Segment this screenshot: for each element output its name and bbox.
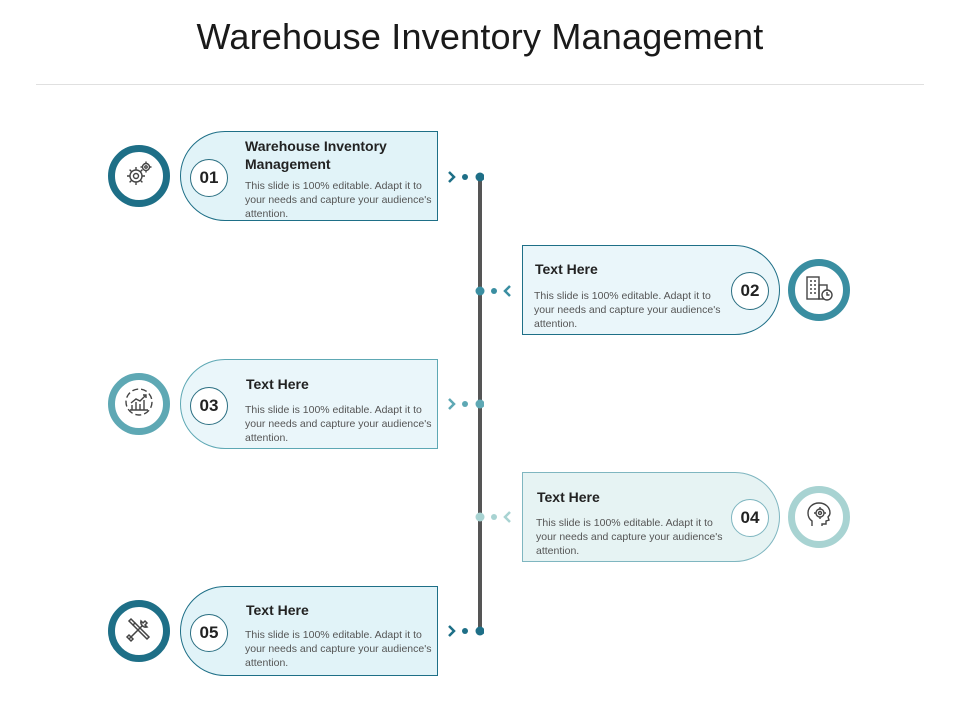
item-2-icon-ring xyxy=(788,259,850,321)
item-4-body: This slide is 100% editable. Adapt it to… xyxy=(536,517,723,557)
item-3-connector-arrow xyxy=(448,397,484,411)
item-1-heading: Warehouse Inventory Management xyxy=(245,138,387,172)
item-5-number: 05 xyxy=(190,614,228,652)
item-5-card: 05 Text Here This slide is 100% editable… xyxy=(180,586,438,676)
item-1-number: 01 xyxy=(190,159,228,197)
item-1-body: This slide is 100% editable. Adapt it to… xyxy=(245,180,432,220)
item-2-body: This slide is 100% editable. Adapt it to… xyxy=(534,290,721,330)
item-5-heading: Text Here xyxy=(246,602,309,618)
building-icon xyxy=(802,271,836,310)
growth-chart-icon xyxy=(122,385,156,424)
item-1-card: 01 Warehouse Inventory Management This s… xyxy=(180,131,438,221)
item-4-connector-arrow xyxy=(475,510,511,524)
item-2-connector-arrow xyxy=(475,284,511,298)
item-3-heading: Text Here xyxy=(246,376,309,392)
head-gear-icon xyxy=(802,498,836,537)
item-4-heading: Text Here xyxy=(537,489,600,505)
title-divider xyxy=(36,84,924,85)
item-5-icon-ring xyxy=(108,600,170,662)
item-2-heading: Text Here xyxy=(535,261,598,277)
item-3-card: 03 Text Here This slide is 100% editable… xyxy=(180,359,438,449)
item-5-connector-arrow xyxy=(448,624,484,638)
item-3-body: This slide is 100% editable. Adapt it to… xyxy=(245,404,432,444)
gear-icon xyxy=(122,157,156,196)
item-5-body: This slide is 100% editable. Adapt it to… xyxy=(245,629,432,669)
item-2-card: Text Here This slide is 100% editable. A… xyxy=(522,245,780,335)
tools-icon xyxy=(122,612,156,651)
page-title: Warehouse Inventory Management xyxy=(196,16,764,57)
item-4-number: 04 xyxy=(731,499,769,537)
item-2-number: 02 xyxy=(731,272,769,310)
item-3-number: 03 xyxy=(190,387,228,425)
item-3-icon-ring xyxy=(108,373,170,435)
item-1-connector-arrow xyxy=(448,170,484,184)
item-4-card: Text Here This slide is 100% editable. A… xyxy=(522,472,780,562)
item-1-icon-ring xyxy=(108,145,170,207)
item-4-icon-ring xyxy=(788,486,850,548)
